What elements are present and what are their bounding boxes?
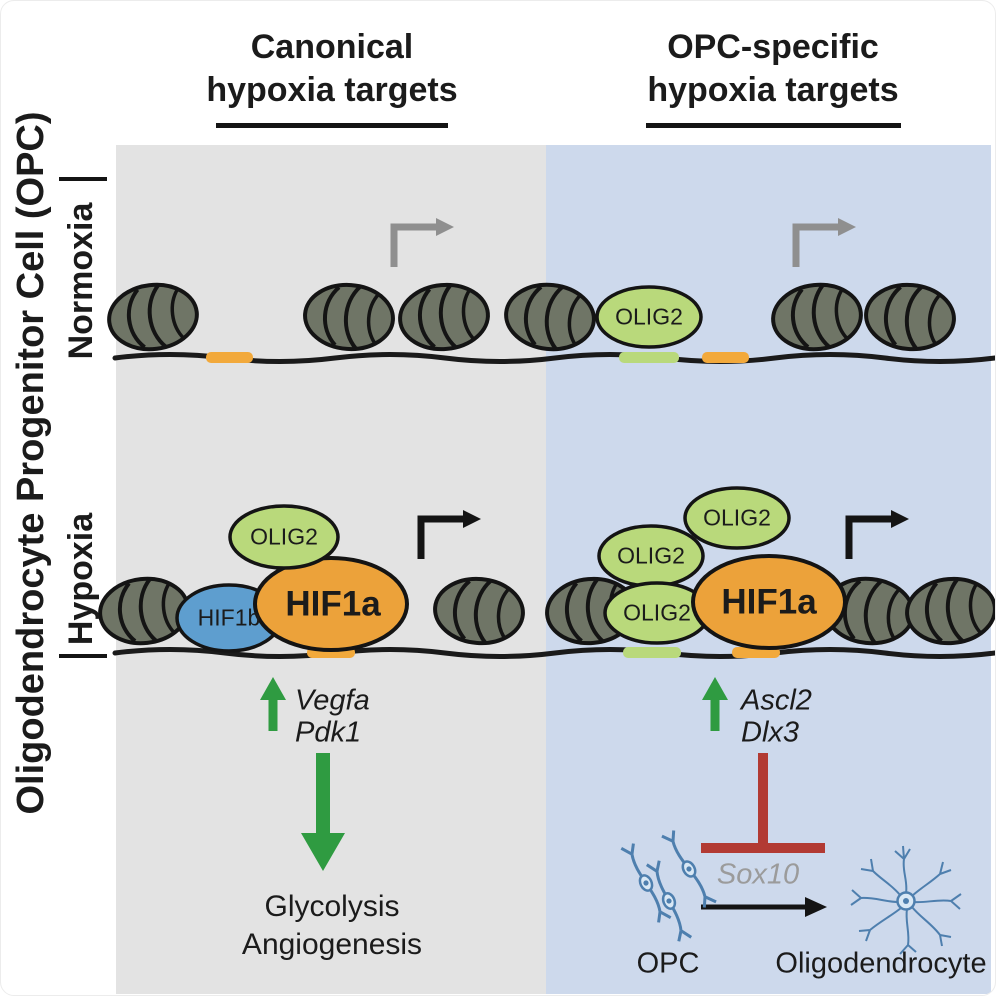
hif1a-label: HIF1a bbox=[721, 582, 817, 622]
outcome-glycolysis: Glycolysis bbox=[264, 890, 400, 923]
olig2-label: OLIG2 bbox=[615, 303, 683, 330]
olig2-label: OLIG2 bbox=[703, 504, 771, 531]
row-label-normoxia: Normoxia bbox=[62, 202, 100, 360]
repressed-gene-sox10: Sox10 bbox=[716, 858, 800, 891]
olig2-ellipse bbox=[683, 486, 791, 550]
pathway-down-arrow-icon bbox=[301, 753, 345, 871]
hif1b-label: HIF1b bbox=[197, 604, 261, 631]
opc-cell-label: OPC bbox=[636, 947, 700, 980]
column-header-canonical-line2: hypoxia targets bbox=[206, 71, 458, 109]
row-label-hypoxia: Hypoxia bbox=[62, 512, 100, 646]
gene-vegfa: Vegfa bbox=[295, 684, 370, 717]
enhancer-segment-green bbox=[623, 647, 681, 658]
opc-cell-icon bbox=[661, 830, 717, 908]
opc-cells-icon bbox=[620, 830, 717, 942]
oligodendrocyte-cell-label: Oligodendrocyte bbox=[775, 947, 987, 980]
row-divider-line bbox=[59, 177, 107, 181]
column-header-canonical-line1: Canonical bbox=[250, 28, 414, 66]
figure-side-title: Oligodendrocyte Progenitor Cell (OPC) bbox=[10, 111, 52, 815]
olig2-label: OLIG2 bbox=[617, 542, 685, 569]
hif1a-ellipse bbox=[691, 554, 847, 650]
inhibition-bar-icon bbox=[701, 753, 825, 853]
outcome-angiogenesis: Angiogenesis bbox=[241, 928, 423, 961]
column-header-opc-specific-line1: OPC-specific bbox=[667, 28, 879, 66]
row-divider-line bbox=[59, 654, 107, 658]
column-header-underline bbox=[646, 123, 901, 128]
olig2-ellipse bbox=[595, 285, 703, 349]
opc-cell-icon bbox=[620, 843, 672, 923]
enhancer-segment-orange bbox=[702, 352, 749, 363]
enhancer-segment-green bbox=[619, 352, 679, 363]
hif1a-ellipse bbox=[253, 556, 409, 652]
gene-dlx3: Dlx3 bbox=[741, 716, 800, 749]
column-header-opc-specific-line2: hypoxia targets bbox=[647, 71, 899, 109]
hif1a-label: HIF1a bbox=[285, 584, 381, 624]
column-header-underline bbox=[216, 123, 448, 128]
gene-ascl2: Ascl2 bbox=[741, 684, 812, 717]
enhancer-segment-orange bbox=[206, 352, 253, 363]
dna-strand-hypoxia bbox=[112, 647, 995, 659]
dna-strand-normoxia bbox=[112, 352, 995, 364]
differentiation-arrowhead-icon bbox=[805, 897, 827, 917]
opc-cell-icon bbox=[645, 860, 693, 942]
olig2-ellipse bbox=[228, 504, 340, 570]
olig2-label: OLIG2 bbox=[623, 599, 691, 626]
oligodendrocyte-icon bbox=[850, 845, 962, 955]
olig2-label: OLIG2 bbox=[250, 523, 318, 550]
gene-pdk1: Pdk1 bbox=[295, 716, 362, 749]
